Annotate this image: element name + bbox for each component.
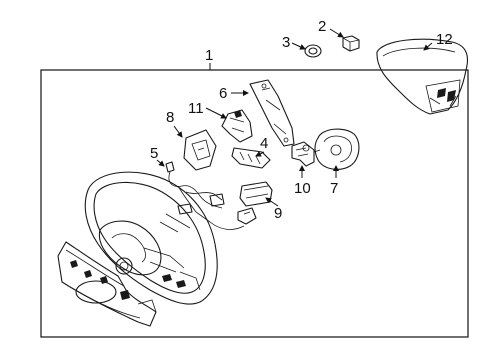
part-5-harness: 5 [150, 145, 257, 230]
callout-label-12: 12 [436, 31, 453, 48]
part-11-switch: 11 [188, 100, 253, 143]
part-3-ring: 3 [282, 34, 322, 58]
callout-label-9: 9 [274, 205, 282, 222]
part-10-connector: 10 [291, 141, 315, 197]
lower-cover [57, 241, 157, 327]
part-7-clock-spring: 7 [313, 128, 360, 197]
part-9-module: 9 [239, 181, 282, 222]
callout-label-7: 7 [330, 180, 338, 197]
callout-label-4: 4 [260, 135, 268, 152]
part-6-bracket: 6 [219, 79, 295, 147]
callout-label-8: 8 [166, 109, 174, 126]
assembly-frame [40, 69, 469, 338]
part-8-bezel: 8 [166, 109, 217, 171]
part-2-nut: 2 [318, 18, 360, 52]
steering-wheel [84, 171, 218, 305]
callout-label-11: 11 [188, 100, 204, 117]
callout-label-6: 6 [219, 85, 227, 102]
callout-label-1: 1 [205, 47, 213, 64]
callout-label-2: 2 [318, 18, 326, 35]
callout-label-10: 10 [294, 180, 311, 197]
callout-label-3: 3 [282, 34, 290, 51]
callout-label-5: 5 [150, 145, 158, 162]
part-4-switch: 4 [231, 135, 271, 169]
callout-1: 1 [205, 47, 213, 70]
part-12-airbag: 12 [376, 31, 469, 115]
